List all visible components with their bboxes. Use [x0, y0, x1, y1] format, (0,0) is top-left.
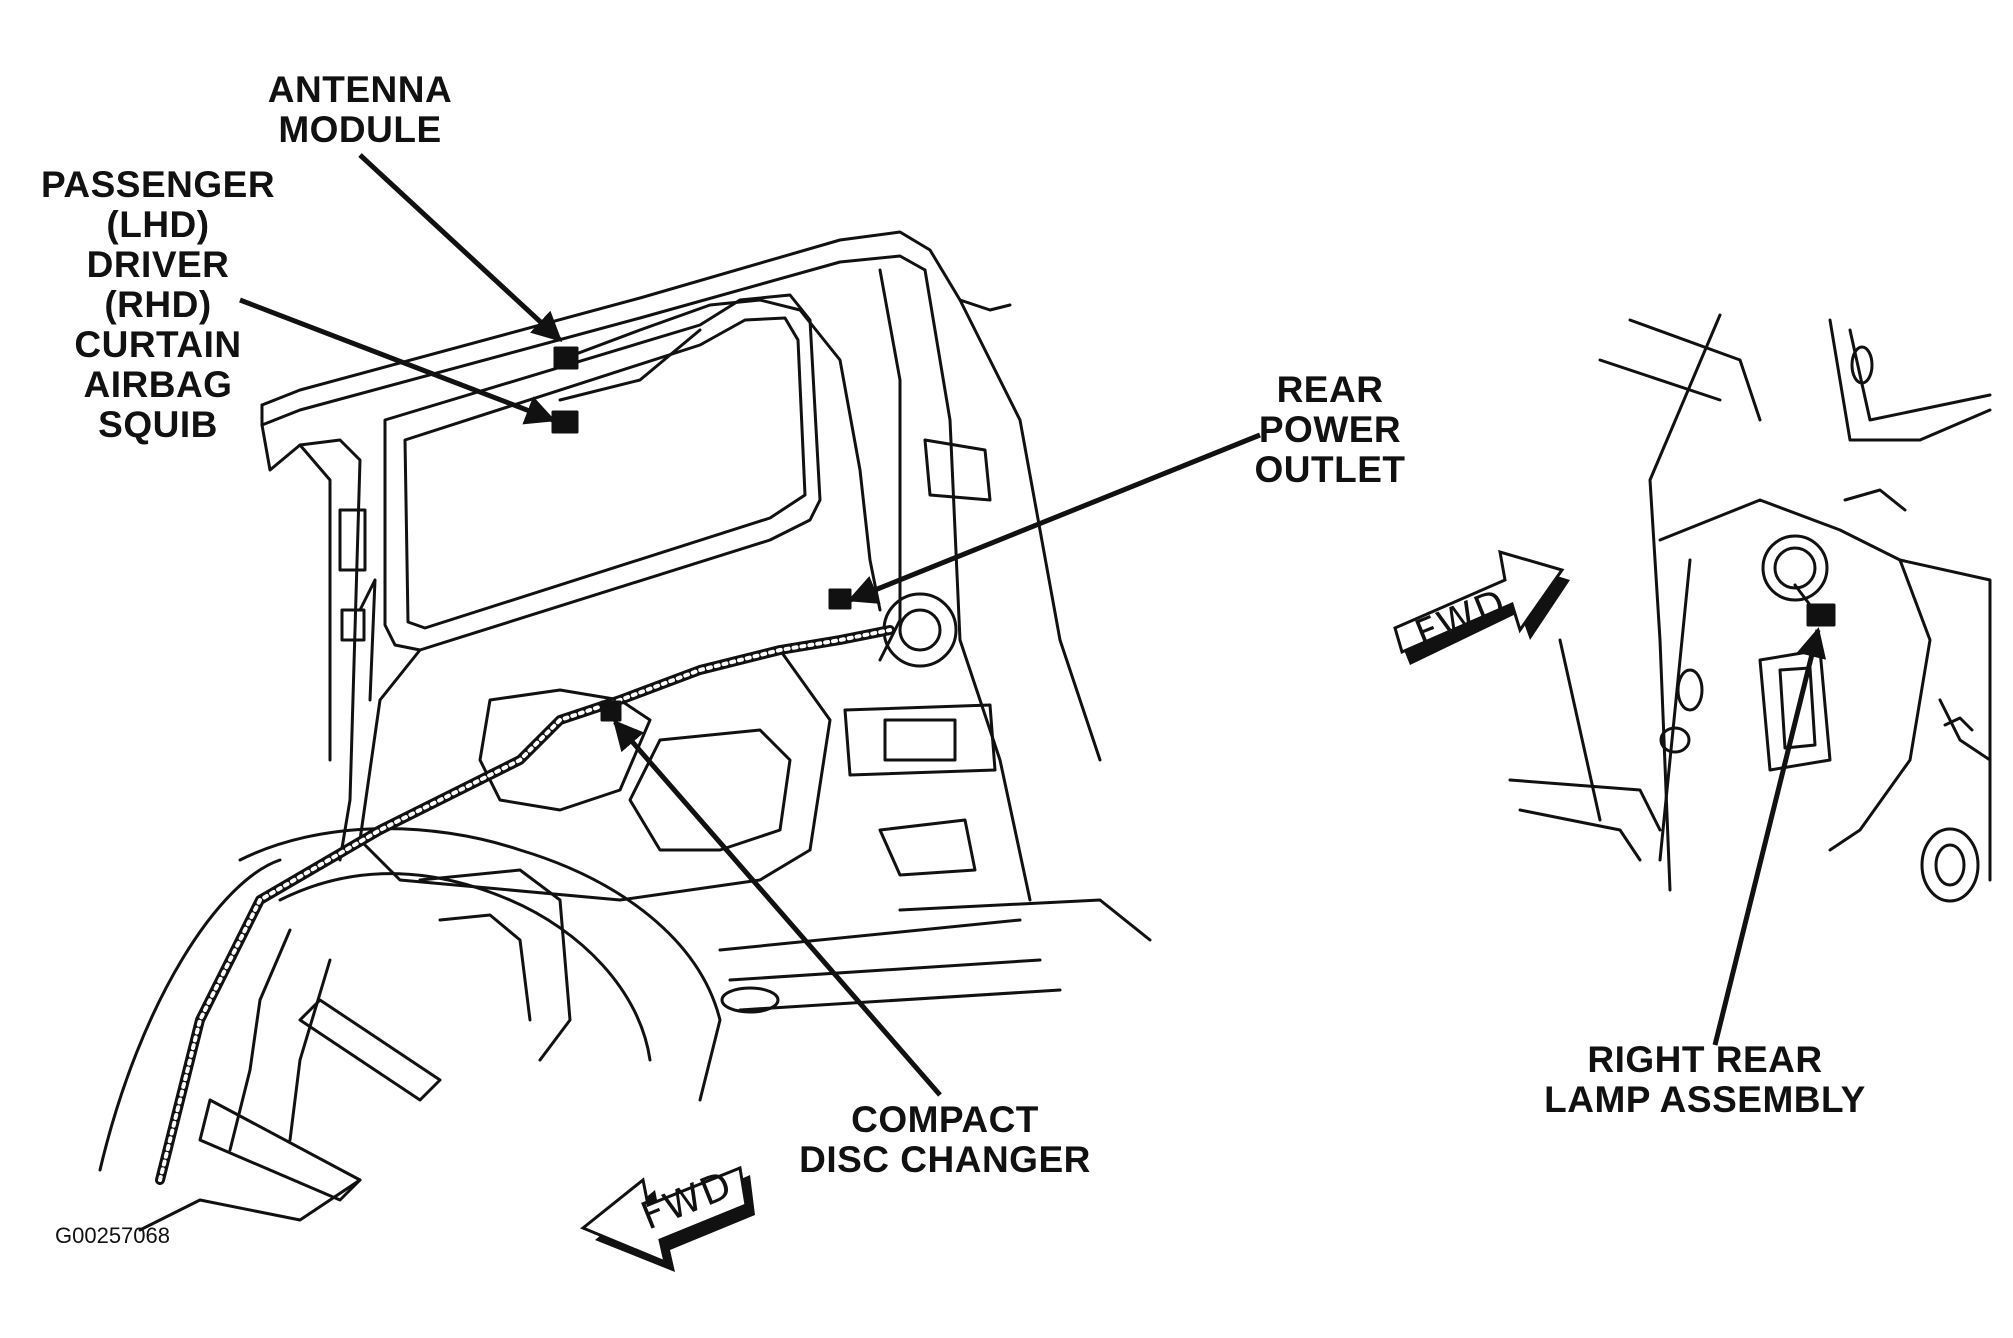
callout-curtain-airbag-squib: PASSENGER (LHD) DRIVER (RHD) CURTAIN AIR…	[40, 164, 276, 445]
fwd-arrow-left: FWD	[580, 1162, 755, 1272]
fwd-arrow-right: FWD	[1393, 549, 1570, 665]
callout-antenna-module: ANTENNA MODULE	[267, 69, 453, 150]
callout-right-rear-lamp-assembly: RIGHT REAR LAMP ASSEMBLY	[1544, 1039, 1866, 1120]
quarter-panel-drawing	[1508, 313, 1992, 903]
figure-id: G00257068	[55, 1223, 170, 1248]
leader-antenna-module	[358, 153, 563, 343]
leader-right-rear-lamp	[1712, 627, 1827, 1046]
leader-rear-power-outlet	[847, 432, 1261, 604]
leader-curtain-airbag-squib	[239, 297, 556, 425]
cargo-interior-drawing	[98, 230, 1152, 1232]
leader-compact-disc-changer	[613, 719, 942, 1097]
callout-rear-power-outlet: REAR POWER OUTLET	[1254, 369, 1406, 490]
leader-lines	[239, 153, 1827, 1097]
fwd-label-right: FWD	[1409, 580, 1513, 656]
callout-compact-disc-changer: COMPACT DISC CHANGER	[799, 1099, 1091, 1180]
